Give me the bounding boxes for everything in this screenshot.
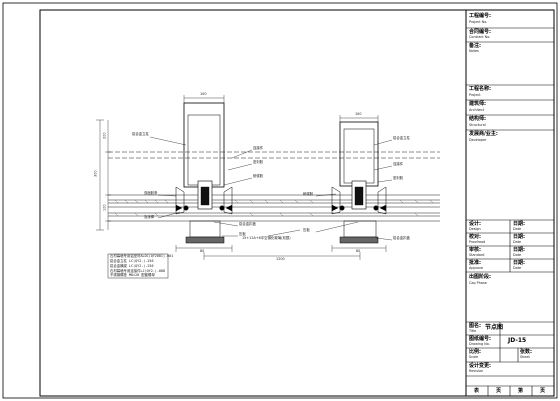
dimension-text: 80 — [200, 249, 205, 253]
revision-sub: Revision — [469, 369, 484, 373]
callout-label: 铝合金立柱 — [393, 136, 410, 140]
scale-sub: Scale — [469, 355, 479, 359]
callout-label: 铝合金立柱 — [132, 132, 149, 136]
drawing-no-value: JD-15 — [508, 337, 527, 344]
callout-label: 双面胶条 — [144, 191, 158, 195]
proofread-date-label: 日期: — [513, 234, 525, 240]
developer-sub: Developer — [469, 138, 487, 142]
drawing-title-sub: Title — [469, 329, 477, 333]
proofread-sub: Proofread — [469, 240, 486, 244]
dimension-text: 100 — [102, 204, 107, 211]
note-line: 不锈钢螺栓 M8×20 配套螺母 — [110, 273, 155, 277]
design-sub: Design — [469, 227, 481, 231]
callout-label: 密封胶 — [393, 176, 404, 180]
glass-lines — [108, 151, 440, 222]
note-line: 石材幕墙专用铝型材ALDC(QY2001)-001 — [110, 254, 174, 258]
architect-label: 建筑师: — [469, 101, 486, 107]
proofread-label: 校对: — [469, 234, 481, 240]
project-name-label: 工程名称: — [469, 86, 491, 92]
callout-label: 泡沫棒 — [144, 215, 155, 219]
standard-sub: Standard — [469, 253, 485, 257]
project-no-sub: Project No. — [469, 20, 488, 24]
callout-label: 密封胶 — [253, 160, 264, 164]
footer-cell: 页 — [540, 388, 546, 394]
architect-sub: Architect — [469, 108, 485, 112]
callout-label: 压板 — [303, 228, 310, 232]
callout-label: 铝合金扣盖 — [393, 236, 410, 240]
contract-no-sub: Contract No. — [469, 35, 491, 39]
sheet-label: 张数: — [520, 349, 532, 355]
standard-date-label: 日期: — [513, 247, 525, 253]
standard-label: 审核: — [469, 247, 481, 253]
callout-label: 耐候胶 — [303, 192, 314, 196]
leader-lines — [149, 136, 393, 241]
notes-box — [107, 253, 169, 279]
callout-label: 耐候胶 — [253, 174, 264, 178]
titleblock-rules — [466, 27, 554, 396]
proofread-date-sub: Date — [513, 240, 522, 244]
design-label: 设计: — [469, 221, 481, 227]
callout-label: 连接件 — [253, 146, 264, 150]
drawing-no-label: 图纸编号: — [469, 336, 491, 342]
structural-label: 结构师: — [469, 116, 486, 122]
inner-frame — [39, 9, 555, 397]
approve-sub: Approve — [469, 266, 484, 270]
structural-sub: Structural — [469, 123, 486, 127]
glass-spec-label: 15+12A+6中空钢化玻璃(双银) — [242, 236, 291, 240]
callout-label: 连接件 — [393, 162, 404, 166]
revision-label: 设计变更: — [469, 363, 491, 369]
design-date-label: 日期: — [513, 221, 525, 227]
approve-date-sub: Date — [513, 266, 522, 270]
drawing-title-label: 图名: — [469, 323, 481, 329]
left-mullion — [175, 102, 233, 244]
sheet-sub: Sheet — [520, 355, 530, 359]
callout-label: 铝合金扣盖 — [239, 222, 256, 226]
approve-label: 批准: — [469, 260, 481, 266]
cap-phase-label: 出图阶段: — [469, 274, 491, 280]
notes-label: 备注: — [469, 43, 481, 49]
cap-phase-sub: Cap Phase — [469, 281, 487, 285]
callout-label: 压板 — [239, 232, 246, 236]
approve-date-label: 日期: — [513, 260, 525, 266]
design-date-sub: Date — [513, 227, 522, 231]
footer-cell: 第 — [518, 388, 524, 394]
note-line: 铝合金横梁 LC(QY2-)-256 — [110, 264, 154, 268]
dimension-text: 100 — [200, 92, 207, 96]
scale-label: 比例: — [469, 349, 481, 355]
note-line: 铝合金立柱 LC(QY2-)-256 — [110, 259, 154, 263]
standard-date-sub: Date — [513, 253, 522, 257]
dimension-text: 80 — [356, 249, 361, 253]
notes-sub: Notes — [469, 49, 479, 53]
drawing-title-value: 节点图 — [485, 324, 504, 331]
dimension-text: 1200 — [276, 257, 285, 261]
developer-label: 发展商/业主: — [469, 131, 498, 137]
project-no-label: 工程编号: — [469, 13, 491, 19]
dimension-text: 200 — [102, 132, 107, 139]
dimension-text: 300 — [93, 170, 98, 177]
dimension-text: 100 — [355, 112, 362, 116]
drawing-no-sub: Drawing No. — [469, 342, 490, 346]
note-line: 石材幕墙专用连接件LJ(QY2-)-088 — [110, 269, 166, 273]
project-name-sub: Project — [469, 93, 481, 97]
dimension-lines — [96, 95, 387, 260]
glass-hatch — [114, 199, 434, 217]
contract-no-label: 合同编号: — [469, 29, 491, 35]
footer-cell: 表 — [474, 388, 480, 394]
footer-cell: 页 — [496, 388, 502, 394]
right-mullion — [331, 121, 387, 244]
